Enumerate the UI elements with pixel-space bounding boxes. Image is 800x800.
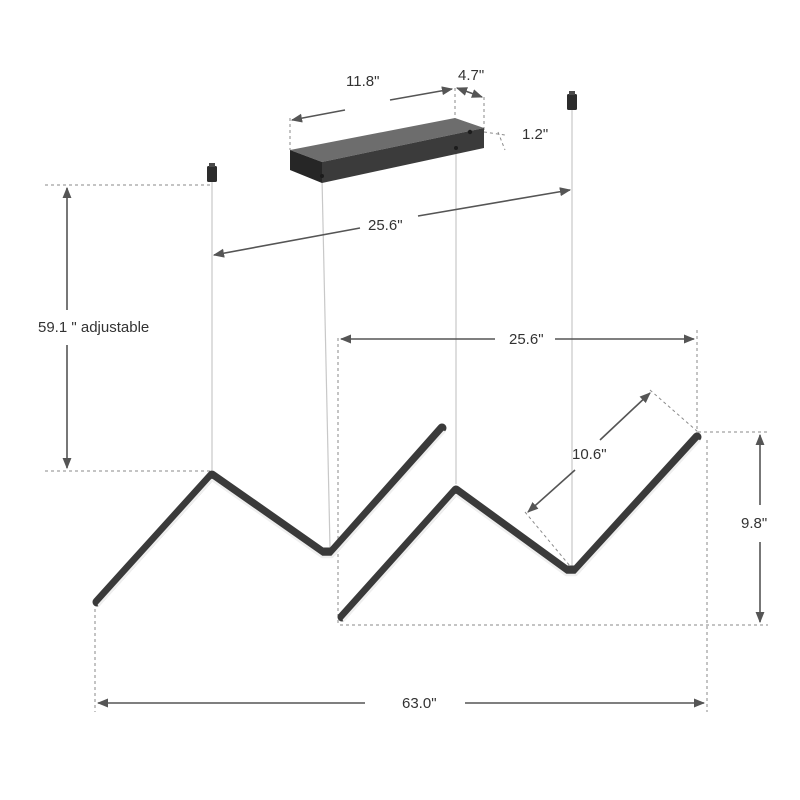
cable-spacing-label: 25.6"	[368, 217, 403, 234]
segment-span-label: 25.6"	[509, 331, 544, 348]
light-bar-left	[92, 423, 447, 607]
ceiling-anchor-right	[567, 91, 577, 110]
suspension-cables	[211, 108, 573, 566]
guide-lines	[45, 88, 768, 712]
canopy-length-label: 11.8"	[346, 73, 379, 90]
ceiling-canopy	[290, 118, 484, 183]
fixture-height-label: 9.8"	[741, 515, 767, 532]
total-length-label: 63.0"	[402, 695, 437, 712]
canopy-height-label: 1.2"	[522, 126, 548, 143]
light-bar-right	[337, 432, 702, 622]
ceiling-anchor-left	[207, 163, 217, 182]
segment-length-label: 10.6"	[572, 446, 607, 463]
dimension-arrows	[62, 86, 765, 708]
hanging-height-label: 59.1 " adjustable	[38, 319, 149, 336]
canopy-width-label: 4.7"	[458, 67, 484, 84]
